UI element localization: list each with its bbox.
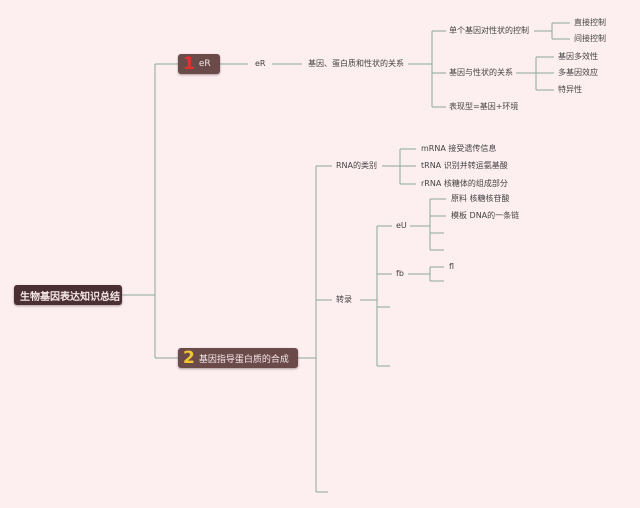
node-indirect-control[interactable]: 间接控制: [574, 34, 606, 43]
node-gene-trait-relation[interactable]: 基因与性状的关系: [449, 68, 513, 77]
branch-1-label: eR: [198, 59, 211, 69]
root-label: 生物基因表达知识总结: [20, 291, 120, 303]
number-1-badge: 1: [183, 54, 195, 74]
node-pleiotropy[interactable]: 基因多效性: [558, 52, 598, 61]
node-transcription[interactable]: 转录: [336, 295, 352, 304]
number-2-badge: 2: [183, 348, 195, 368]
node-direct-control[interactable]: 直接控制: [574, 18, 606, 27]
node-fl[interactable]: fl: [449, 262, 455, 271]
branch-2-label: 基因指导蛋白质的合成: [198, 354, 289, 365]
node-template[interactable]: 模板 DNA的一条链: [451, 211, 520, 220]
node-specificity[interactable]: 特异性: [558, 85, 582, 94]
branch-1-node[interactable]: 1 eR: [178, 54, 220, 74]
node-rna-types[interactable]: RNA的类别: [336, 161, 378, 170]
node-gene-protein-trait[interactable]: 基因、蛋白质和性状的关系: [308, 59, 404, 68]
node-er[interactable]: eR: [255, 59, 266, 68]
node-fb[interactable]: fb: [396, 269, 404, 278]
node-phenotype[interactable]: 表现型=基因+环境: [449, 102, 519, 111]
node-trna[interactable]: tRNA 识别并转运氨基酸: [421, 161, 508, 170]
node-rrna[interactable]: rRNA 核糖体的组成部分: [421, 179, 508, 188]
node-polygene[interactable]: 多基因效应: [558, 68, 598, 77]
root-node[interactable]: 生物基因表达知识总结: [14, 285, 122, 305]
node-single-gene-control[interactable]: 单个基因对性状的控制: [449, 26, 529, 35]
node-raw-material[interactable]: 原料 核糖核苷酸: [451, 194, 510, 203]
node-eu[interactable]: eU: [396, 221, 407, 230]
node-mrna[interactable]: mRNA 接受遗传信息: [421, 144, 497, 153]
branch-2-node[interactable]: 2 基因指导蛋白质的合成: [178, 348, 298, 368]
